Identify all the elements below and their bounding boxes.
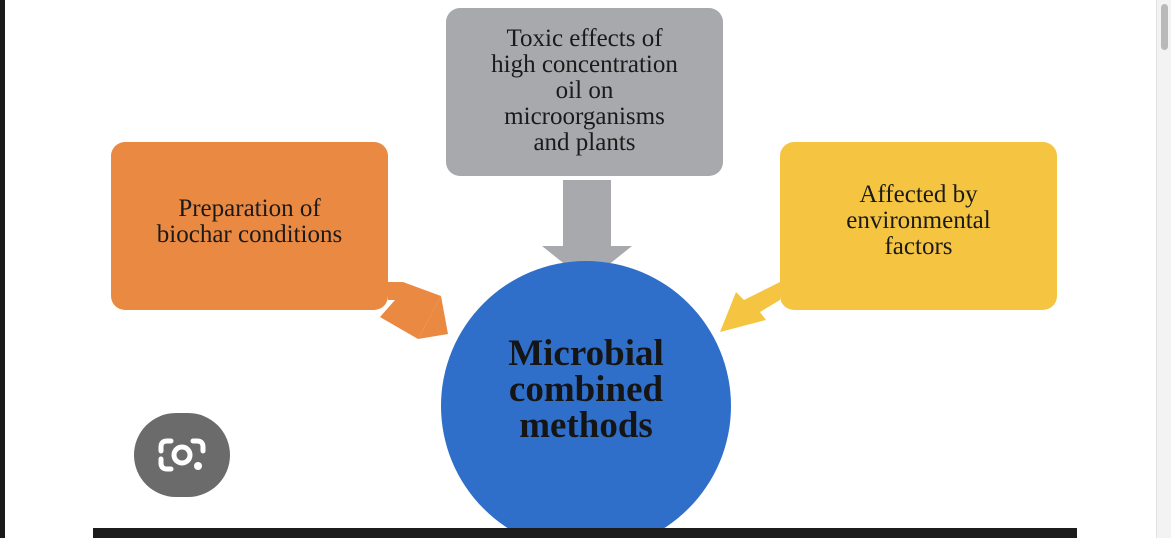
vertical-scrollbar[interactable] — [1156, 0, 1171, 538]
top-box-line: high concentration — [491, 51, 678, 78]
arrow-down — [542, 180, 632, 282]
center-label: Microbial combined methods — [455, 333, 717, 446]
left-box-line: Preparation of — [178, 195, 321, 222]
left-edge-bar — [0, 0, 5, 538]
center-circle — [441, 261, 731, 538]
arrow-left-head — [418, 296, 448, 339]
top-box-line: Toxic effects of — [506, 25, 663, 52]
left-box: Preparation of biochar conditions — [111, 142, 388, 310]
right-box: Affected by environmental factors — [780, 142, 1057, 310]
right-box-line: Affected by — [859, 181, 978, 208]
right-box-line: factors — [884, 233, 953, 260]
lens-search-button[interactable] — [134, 413, 230, 497]
top-box: Toxic effects of high concentration oil … — [446, 8, 723, 176]
arrow-right-box — [720, 282, 780, 332]
bottom-dark-bar — [93, 528, 1077, 538]
center-label-line: Microbial — [508, 333, 664, 374]
top-box-line: microorganisms — [504, 103, 665, 130]
center-label-line: combined — [508, 369, 664, 410]
top-box-line: and plants — [533, 129, 636, 156]
top-box-line: oil on — [555, 77, 614, 104]
center-label-line: methods — [519, 405, 653, 446]
arrow-left-box — [380, 282, 441, 339]
right-box-line: environmental — [846, 207, 991, 234]
google-lens-icon — [158, 438, 206, 472]
left-box-line: biochar conditions — [156, 221, 343, 248]
scrollbar-thumb[interactable] — [1161, 4, 1168, 50]
